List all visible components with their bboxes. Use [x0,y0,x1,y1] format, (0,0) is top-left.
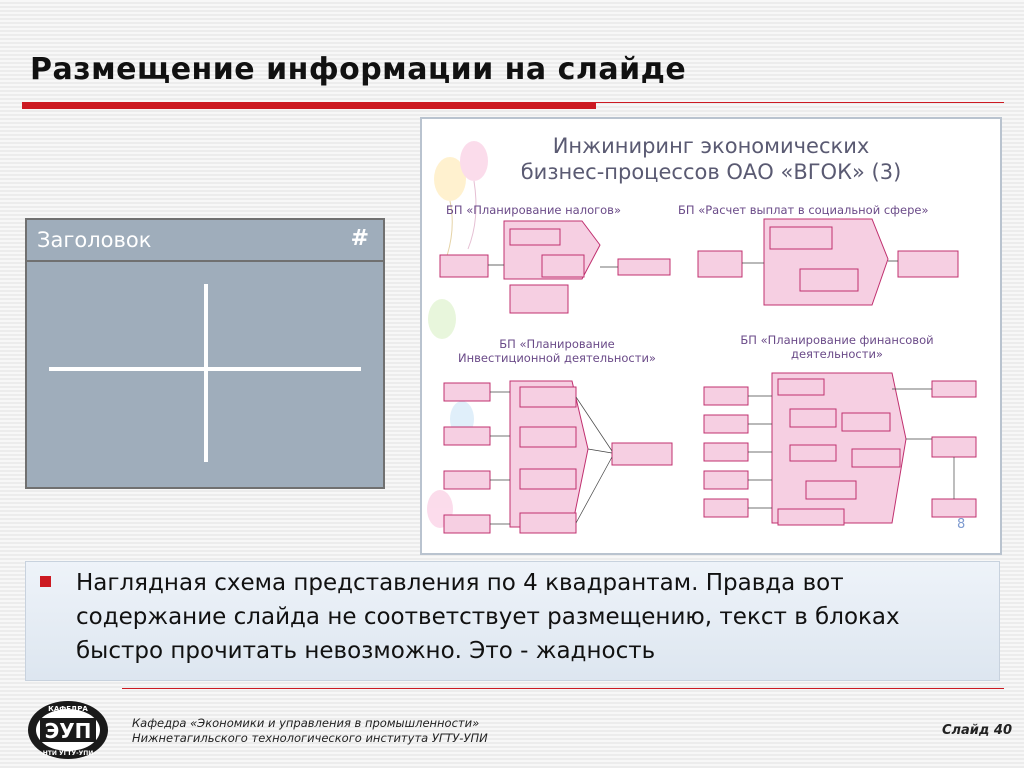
layout-slide-number-symbol: # [350,226,369,251]
balloons-decoration [427,141,488,528]
logo-top-text: КАФЕДРА [48,705,88,713]
bullet-text: Наглядная схема представления по 4 квадр… [76,570,900,664]
quadrant-divider-horizontal [49,367,361,371]
q2-diagram [697,218,959,306]
bullet-square-icon [40,576,51,587]
logo-bottom-text: НТИ УГТУ-УПИ [43,750,94,757]
slide-number: Слайд 40 [941,723,1012,738]
q4-diagram [703,372,977,526]
footer-divider [122,688,1004,689]
q3-diagram [443,380,673,534]
preview-q1-title: БП «Планирование налогов» [446,203,621,217]
layout-schematic: Заголовок # [25,218,385,489]
preview-title: Инжиниринг экономических бизнес-процессо… [520,134,902,184]
footer-caption: Кафедра «Экономики и управления в промыш… [132,716,488,745]
preview-q4-title: БП «Планирование финансовой деятельности… [740,333,934,361]
title-underline-line [596,102,1004,103]
preview-q2-title: БП «Расчет выплат в социальной сфере» [678,203,929,217]
q1-diagram [439,220,671,314]
quadrant-divider-vertical [204,284,208,462]
title-underline-bar [22,102,596,109]
bullet-panel: Наглядная схема представления по 4 квадр… [25,561,1000,681]
example-slide-diagrams [427,141,977,534]
preview-q3-title: БП «Планирование Инвестиционной деятельн… [458,337,656,365]
logo-text: ЭУП [45,719,92,743]
layout-schematic-header: Заголовок # [27,220,383,262]
department-logo: ЭУП КАФЕДРА НТИ УГТУ-УПИ [28,701,108,759]
layout-header-label: Заголовок [37,228,152,252]
slide-title: Размещение информации на слайде [30,52,687,87]
preview-page-number: 8 [957,517,966,532]
example-slide-preview: Инжиниринг экономических бизнес-процессо… [420,117,1002,555]
